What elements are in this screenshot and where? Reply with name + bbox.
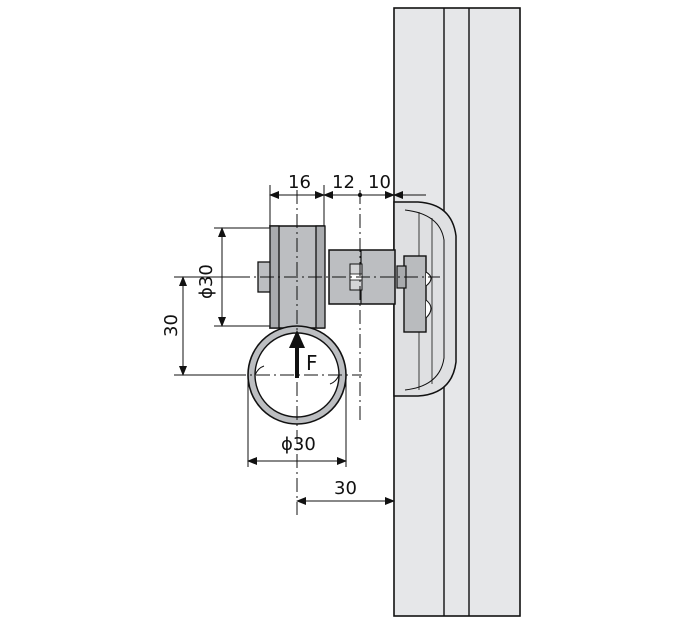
force-label: F	[306, 351, 318, 375]
dim-roller-diameter: ϕ30	[196, 264, 217, 299]
clamp-block	[396, 255, 432, 333]
vertical-offset-dimension	[174, 276, 236, 376]
dim-vertical-offset: 30	[161, 314, 182, 337]
dimension-point-icon	[357, 192, 363, 198]
tube-diameter-dimension	[247, 380, 347, 467]
top-dimension-lines	[269, 185, 426, 226]
dim-top-12: 12	[332, 172, 355, 193]
dim-horizontal-offset: 30	[334, 478, 357, 499]
dim-top-10: 10	[368, 172, 391, 193]
dim-tube-diameter: ϕ30	[281, 434, 316, 455]
dim-top-16: 16	[288, 172, 311, 193]
force-arrow	[289, 330, 305, 378]
